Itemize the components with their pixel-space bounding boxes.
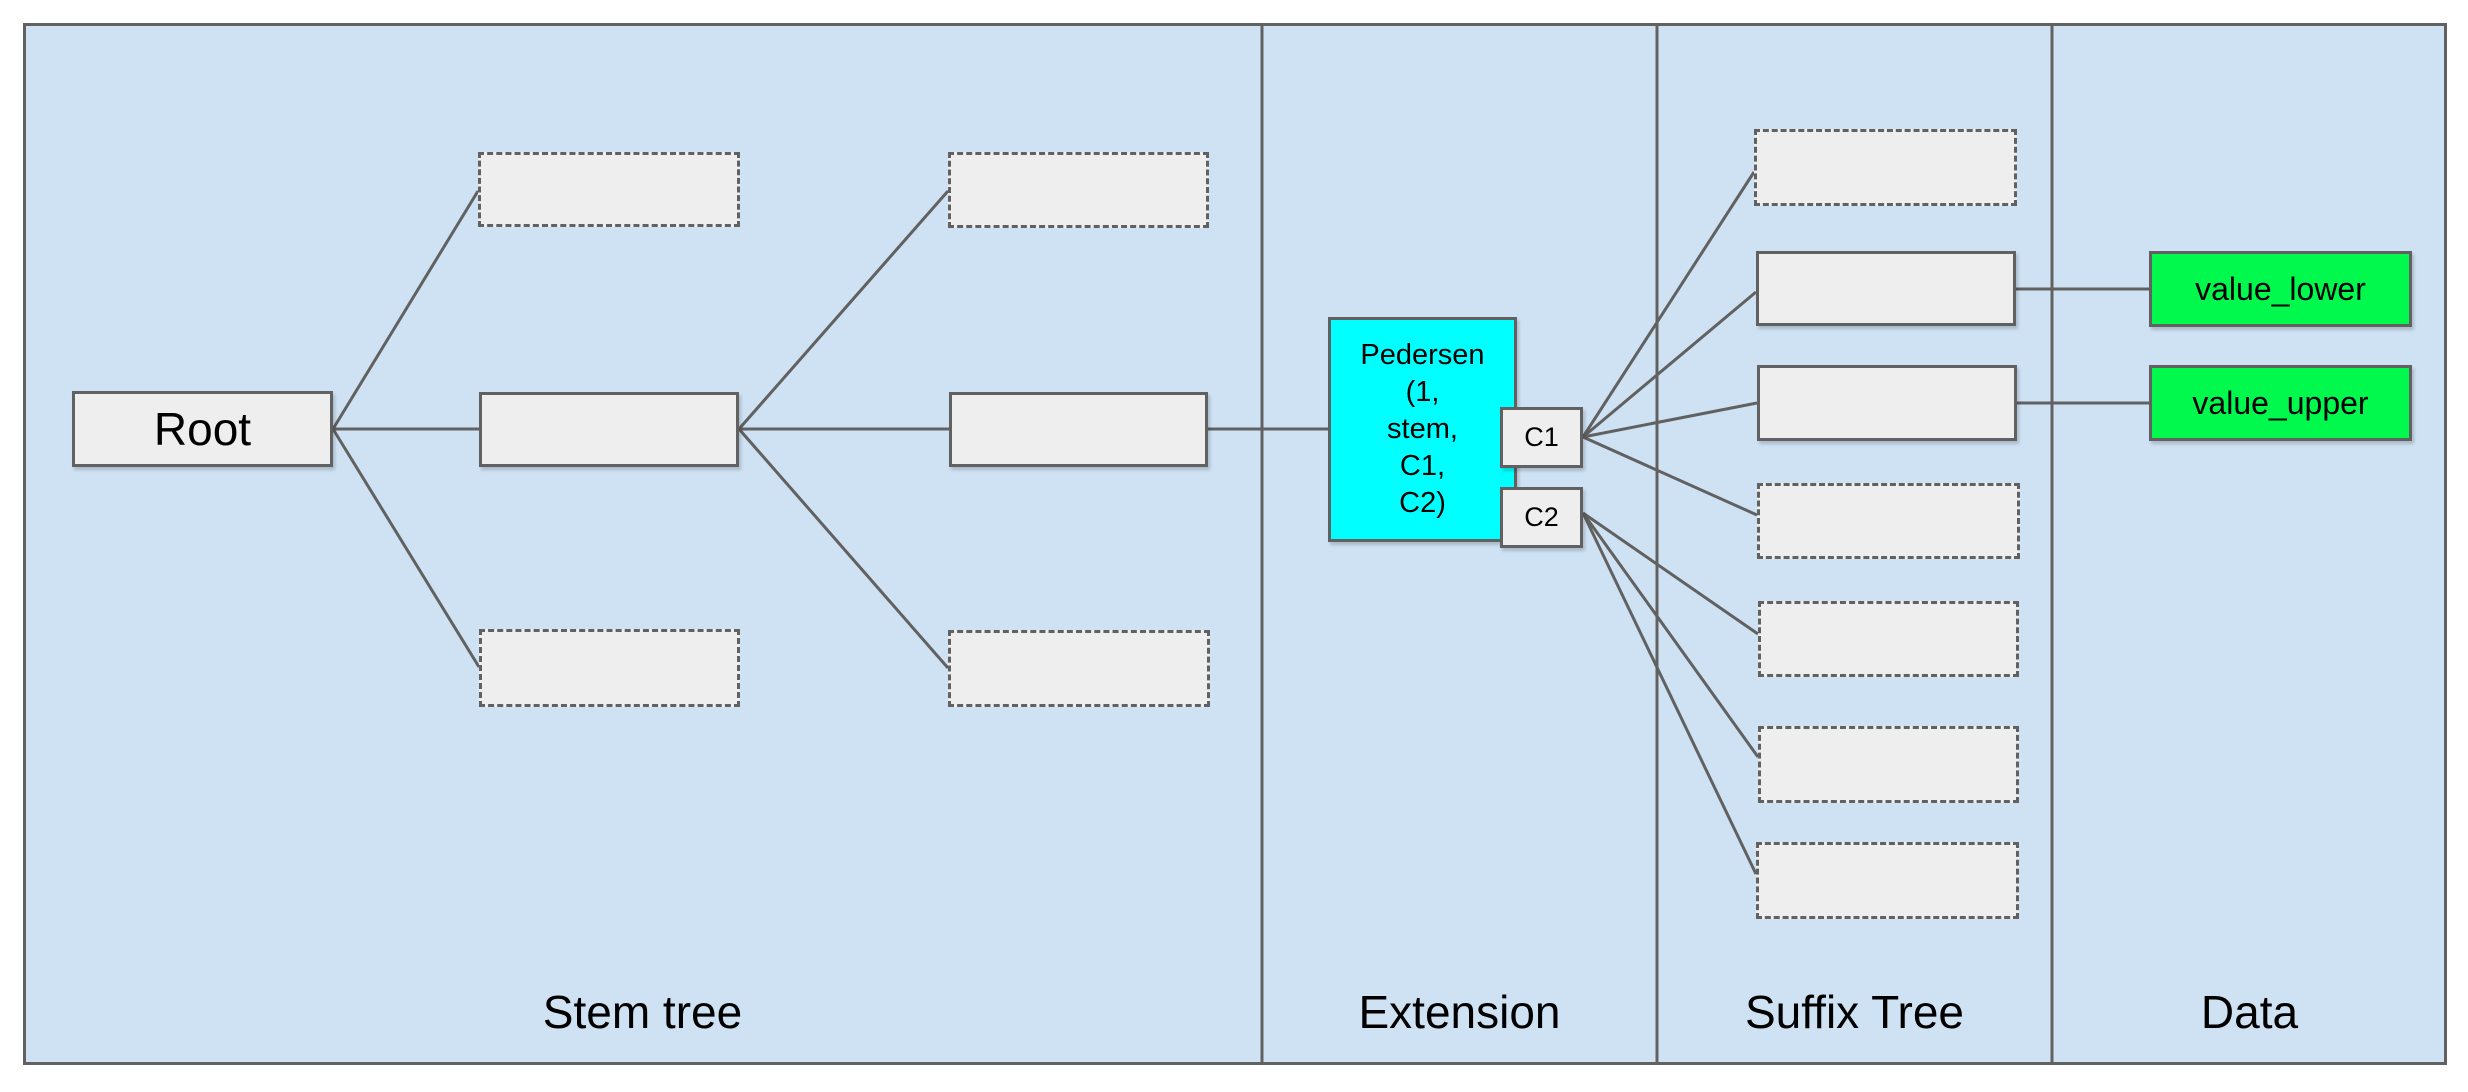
- node-c1: C1: [1500, 407, 1583, 468]
- edge-root-l2-top: [331, 190, 480, 430]
- pedersen-label-line-3: stem,: [1387, 413, 1458, 445]
- node-c1-label: C1: [1524, 422, 1559, 452]
- stem-l3-empty-node-bottom: [948, 630, 1210, 707]
- edge-l2-l3-bottom: [737, 428, 950, 669]
- edge-c1-suffix4: [1582, 435, 1758, 517]
- node-value-upper: value_upper: [2149, 365, 2412, 441]
- pedersen-label-line-1: Pedersen: [1360, 339, 1485, 371]
- section-label-data: Data: [2200, 986, 2299, 1038]
- node-pedersen-label: Pedersen (1, stem, C1, C2): [1360, 337, 1484, 522]
- suffix-node-2: [1756, 251, 2016, 326]
- suffix-node-3: [1757, 365, 2017, 441]
- node-value-lower-label: value_lower: [2195, 270, 2366, 307]
- stem-l2-empty-node-top: [478, 152, 740, 227]
- node-c2: C2: [1500, 487, 1583, 548]
- stem-l3-empty-node-top: [948, 152, 1209, 228]
- edge-c2-suffix7: [1581, 512, 1758, 875]
- pedersen-label-line-5: C2): [1399, 487, 1446, 519]
- edge-root-l2-bottom: [331, 428, 481, 668]
- stem-l2-node: [479, 392, 739, 467]
- suffix-empty-node-7: [1756, 842, 2019, 919]
- node-root-label: Root: [153, 403, 252, 455]
- node-c2-label: C2: [1524, 502, 1559, 532]
- section-label-extension: Extension: [1358, 986, 1561, 1038]
- pedersen-label-line-2: (1,: [1405, 376, 1440, 408]
- edge-l2-l3-top: [737, 190, 950, 430]
- node-value-lower: value_lower: [2149, 251, 2412, 327]
- section-label-suffix-tree: Suffix Tree: [1744, 986, 1965, 1038]
- suffix-empty-node-6: [1758, 726, 2019, 803]
- edge-c1-suffix1: [1581, 171, 1756, 438]
- suffix-empty-node-4: [1757, 483, 2020, 559]
- pedersen-label-line-4: C1,: [1399, 450, 1446, 482]
- node-root: Root: [72, 391, 333, 467]
- node-value-upper-label: value_upper: [2192, 384, 2369, 421]
- edge-c2-suffix5: [1582, 511, 1759, 636]
- edge-c2-suffix6: [1581, 512, 1760, 758]
- suffix-empty-node-5: [1758, 601, 2019, 677]
- outer-frame: [23, 23, 2447, 1065]
- section-label-stem-tree: Stem tree: [542, 986, 743, 1038]
- stem-l3-node: [949, 392, 1208, 467]
- node-pedersen-commitment: Pedersen (1, stem, C1, C2): [1328, 317, 1517, 542]
- stem-l2-empty-node-bottom: [479, 629, 740, 707]
- edge-c1-suffix3: [1582, 401, 1758, 439]
- suffix-empty-node-1: [1754, 129, 2017, 206]
- edge-c1-suffix2: [1582, 290, 1757, 439]
